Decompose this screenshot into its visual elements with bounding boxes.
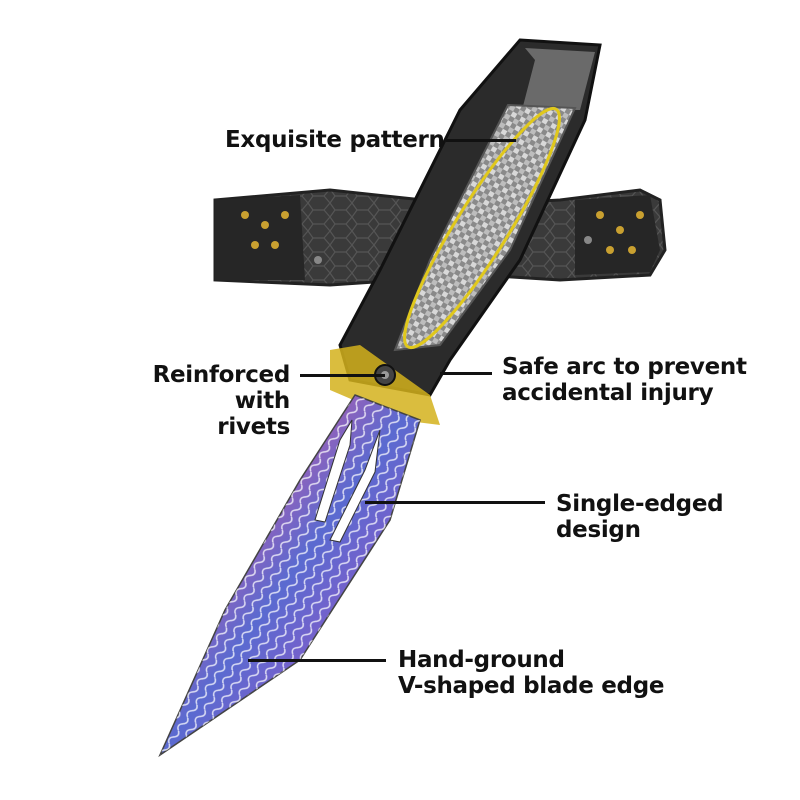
front-knife-handle (330, 38, 602, 425)
callout-text-line1: Safe arc to prevent (502, 354, 747, 380)
callout-single-edged: Single-edged design (556, 491, 724, 543)
leader-line-pattern (446, 139, 516, 142)
callout-text-line2: rivets (217, 414, 290, 440)
callout-safe-arc: Safe arc to prevent accidental injury (502, 354, 747, 406)
leader-line-hand-ground (248, 659, 386, 662)
leader-line-single-edged (365, 501, 545, 504)
callout-text-line2: accidental injury (502, 380, 714, 406)
leader-line-rivets (300, 374, 385, 377)
callout-text-line1: Hand-ground (398, 647, 565, 673)
callout-exquisite-pattern: Exquisite pattern (225, 127, 445, 153)
leader-line-arc (440, 372, 492, 375)
callout-text-line1: Single-edged (556, 491, 724, 517)
callout-text-line2: V-shaped blade edge (398, 673, 665, 699)
callout-text-line2: design (556, 517, 641, 543)
callout-text: Exquisite pattern (225, 127, 445, 153)
callout-hand-ground: Hand-ground V-shaped blade edge (398, 647, 664, 699)
blade (158, 394, 421, 758)
callout-text-line1: Reinforced with (152, 362, 291, 414)
callout-reinforced-rivets: Reinforced with rivets (95, 362, 291, 440)
